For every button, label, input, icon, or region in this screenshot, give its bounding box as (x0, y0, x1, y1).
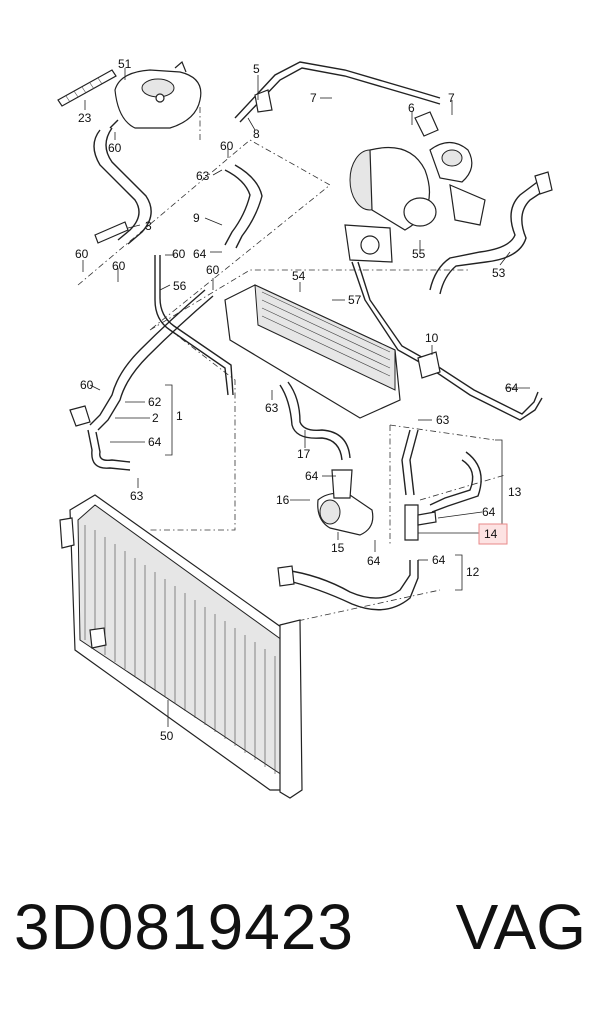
callout-6: 6 (408, 101, 415, 115)
callout-12: 12 (466, 565, 480, 579)
part-55-turbocharger (349, 111, 486, 231)
callout-15: 15 (331, 541, 345, 555)
callout-13: 13 (508, 485, 522, 499)
part-50-radiator (59, 494, 303, 799)
callout-labels: 51 23 60 5 7 8 6 7 60 63 3 9 55 53 60 60… (75, 57, 522, 743)
part-13-hose (401, 429, 482, 513)
callout-56: 56 (173, 279, 187, 293)
callout-60: 60 (80, 378, 94, 392)
callout-23: 23 (78, 111, 92, 125)
callout-14: 14 (484, 527, 498, 541)
callout-63: 63 (265, 401, 279, 415)
callout-51: 51 (118, 57, 132, 71)
callout-57: 57 (348, 293, 362, 307)
callout-64: 64 (432, 553, 446, 567)
callout-60: 60 (112, 259, 126, 273)
part-53-hose (429, 171, 553, 295)
callout-7: 7 (448, 91, 455, 105)
callout-17: 17 (297, 447, 311, 461)
callout-62: 62 (148, 395, 162, 409)
callout-2: 2 (152, 411, 159, 425)
callout-55: 55 (412, 247, 426, 261)
callout-7: 7 (310, 91, 317, 105)
callout-60: 60 (108, 141, 122, 155)
part-57-gasket (344, 224, 393, 263)
callout-53: 53 (492, 266, 506, 280)
highlight-box-14 (478, 523, 508, 545)
callout-54: 54 (292, 269, 306, 283)
callout-8: 8 (253, 127, 260, 141)
leader-lines (82, 68, 530, 727)
callout-10: 10 (425, 331, 439, 345)
callout-64: 64 (193, 247, 207, 261)
callout-16: 16 (276, 493, 290, 507)
callout-64: 64 (505, 381, 519, 395)
callout-63: 63 (436, 413, 450, 427)
part-17-hose (279, 381, 351, 461)
coolant-system-exploded-diagram: 51 23 60 5 7 8 6 7 60 63 3 9 55 53 60 60… (57, 57, 553, 799)
part-number: 3D0819423 (14, 891, 354, 963)
callout-5: 5 (253, 62, 260, 76)
callout-60: 60 (75, 247, 89, 261)
part-56-pipe (154, 255, 234, 396)
part-5-metal-pipe (234, 61, 441, 123)
part-12-hose (277, 560, 419, 611)
part-3-hose (93, 127, 152, 245)
part-1-hose-assembly (69, 289, 214, 471)
callout-64: 64 (148, 435, 162, 449)
callout-9: 9 (193, 211, 200, 225)
callout-3: 3 (145, 219, 152, 233)
callout-60: 60 (220, 139, 234, 153)
part-10-pipe (351, 261, 543, 421)
callout-60: 60 (172, 247, 186, 261)
callout-60: 60 (206, 263, 220, 277)
callout-1: 1 (176, 409, 183, 423)
callout-63: 63 (130, 489, 144, 503)
part-9-hose (224, 164, 263, 249)
callout-50: 50 (160, 729, 174, 743)
part-23-bleed-screw-strip (57, 69, 117, 107)
callout-64: 64 (367, 554, 381, 568)
part-51-expansion-tank (109, 60, 202, 129)
part-14-t-connector (404, 504, 437, 541)
callout-64: 64 (305, 469, 319, 483)
part-15-coolant-pump (317, 469, 374, 536)
callout-64: 64 (482, 505, 496, 519)
callout-63: 63 (196, 169, 210, 183)
part-54-cooler (224, 284, 401, 419)
brand-label: VAG (455, 891, 586, 963)
